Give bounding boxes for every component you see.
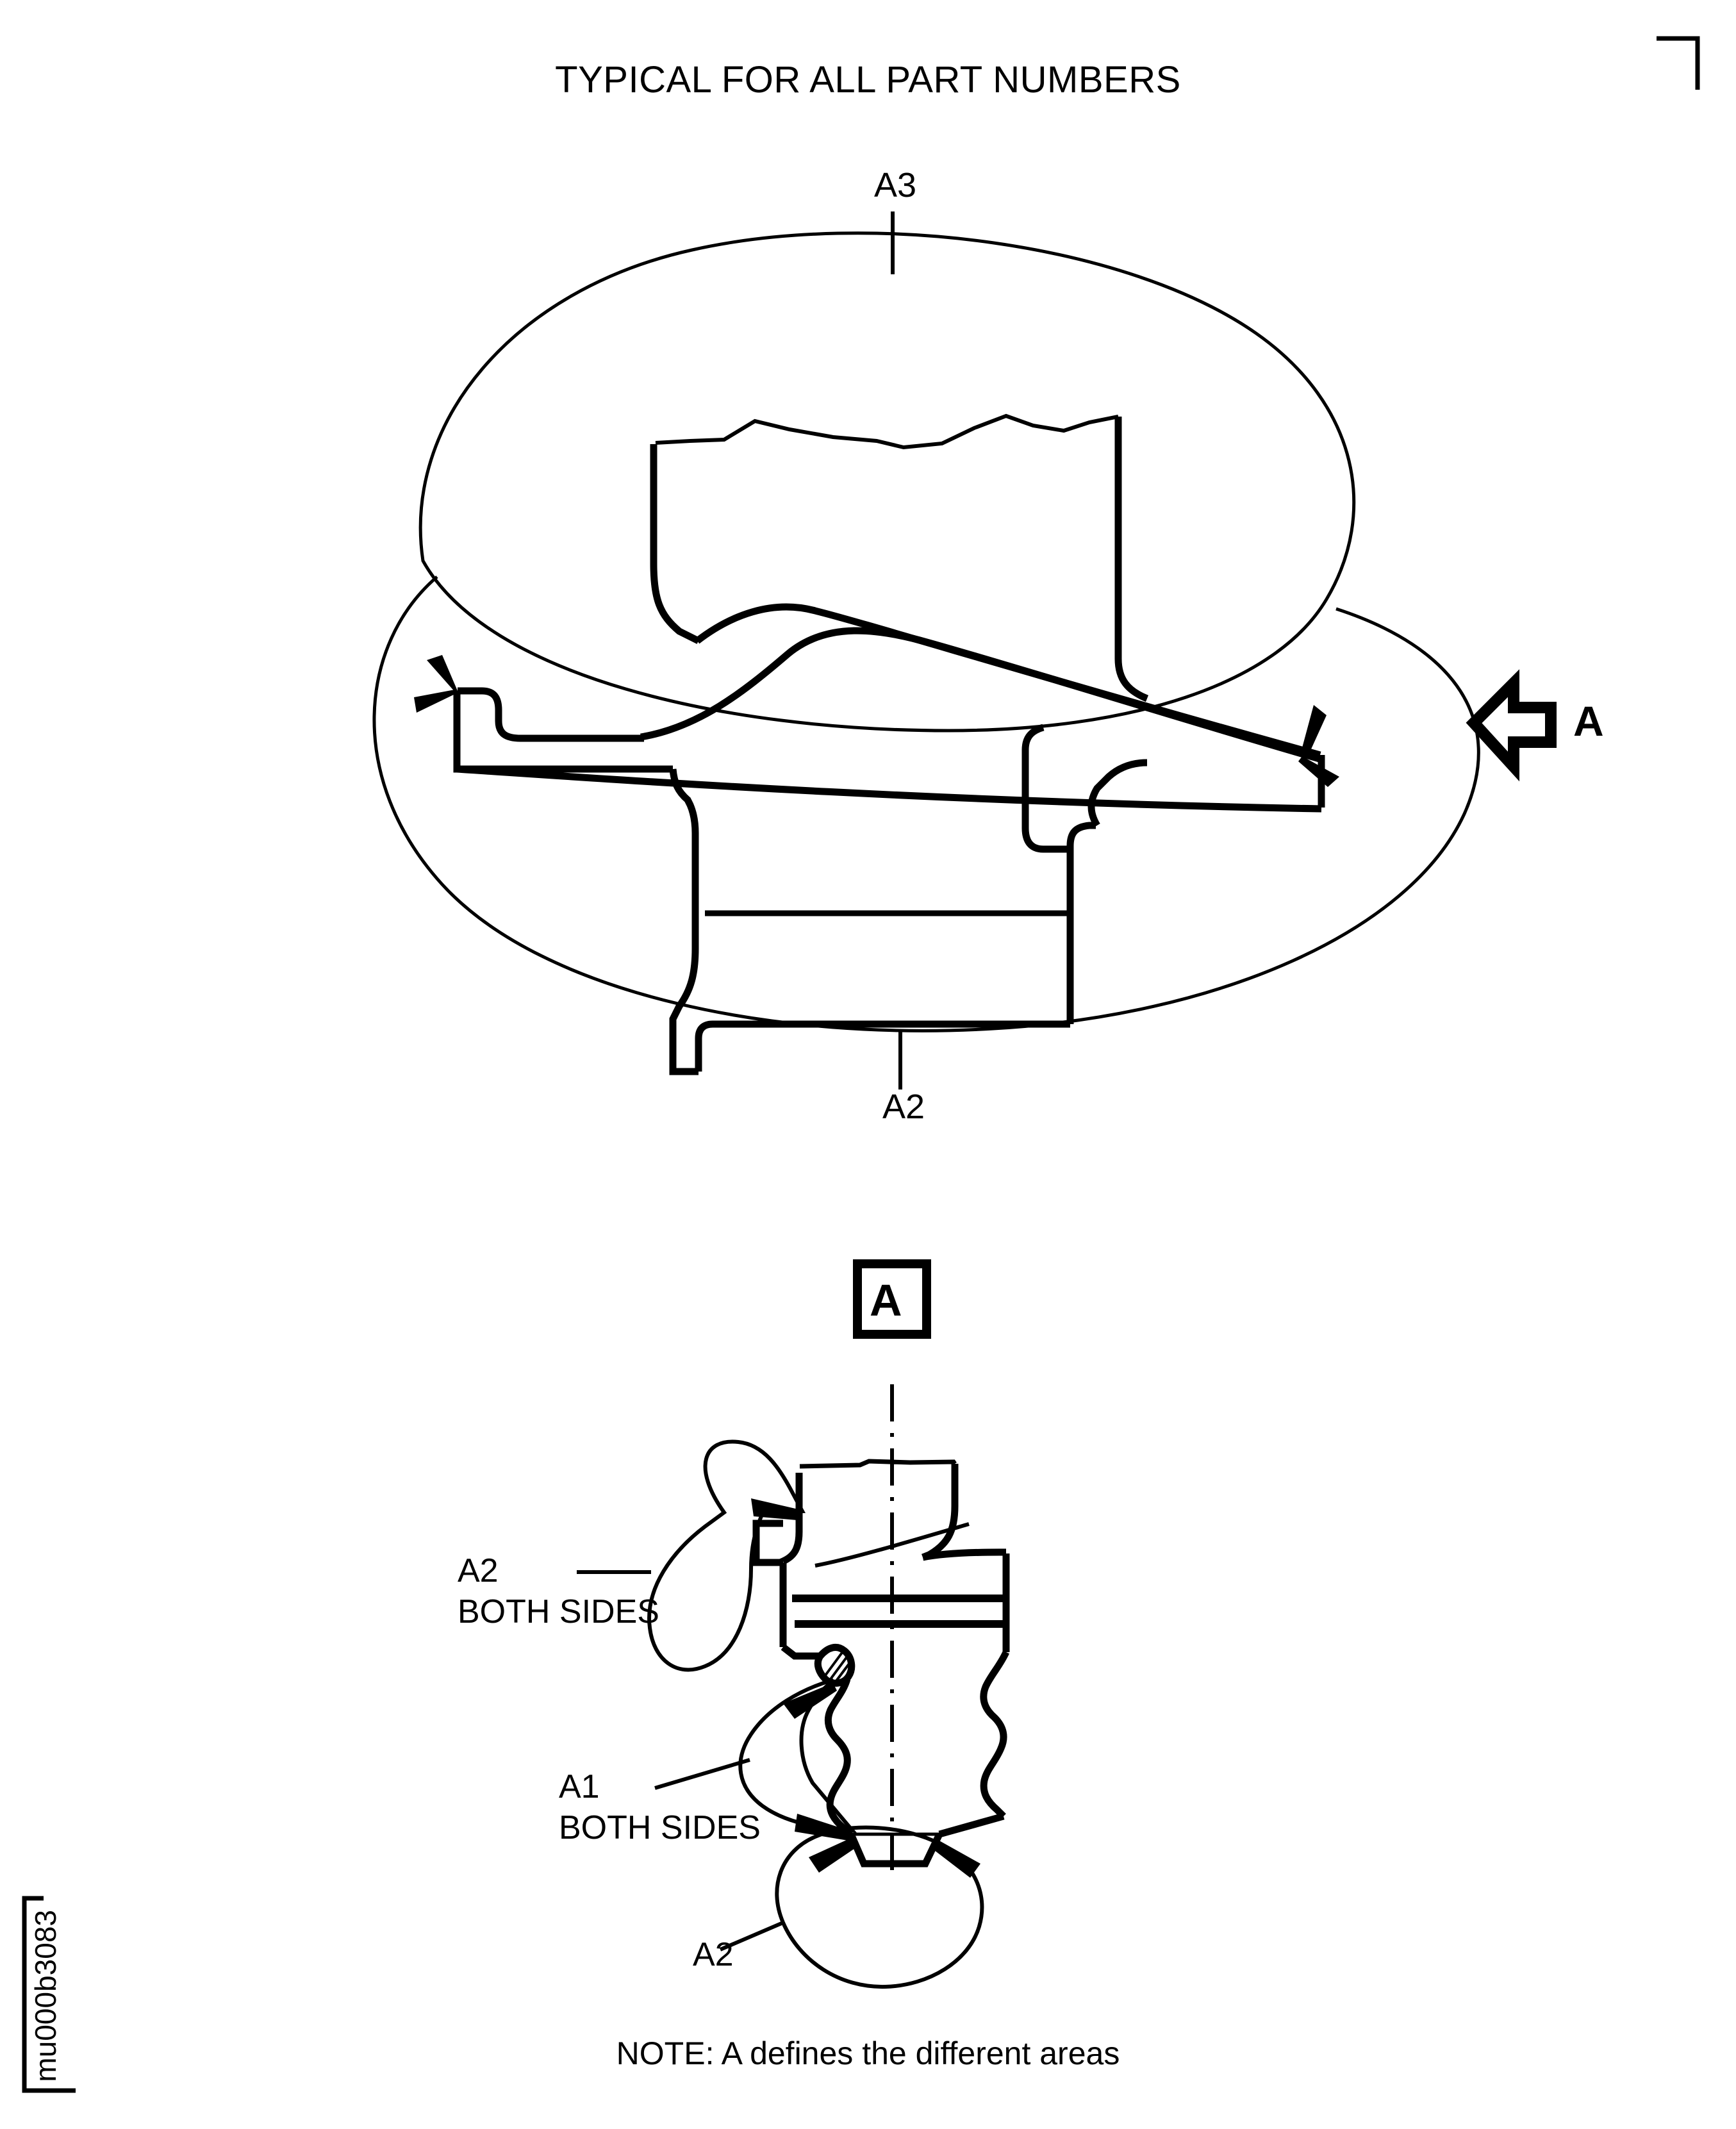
a2-upper-callout-balloon bbox=[647, 1439, 806, 1672]
firtree-left-serrations bbox=[824, 1678, 854, 1837]
a2-lower-callout-balloon bbox=[775, 1825, 984, 1989]
disk-body-contour-lower bbox=[695, 1020, 1070, 1072]
a3-boundary-arrowhead-left bbox=[427, 655, 458, 693]
a2-lower-callout-arrowhead-left bbox=[809, 1837, 859, 1873]
firtree-right-serrations bbox=[980, 1650, 1010, 1819]
page-title: TYPICAL FOR ALL PART NUMBERS bbox=[555, 59, 1181, 101]
view-label-box bbox=[853, 1259, 931, 1339]
a1-callout-leader bbox=[654, 1758, 750, 1790]
rim-left-hook-upper bbox=[458, 687, 644, 742]
a3-area-boundary-ellipse bbox=[418, 231, 1356, 733]
document-id-stamp: mu000b3083 bbox=[29, 1910, 62, 2082]
disk-right-neck bbox=[1021, 724, 1070, 853]
disk-flange-step bbox=[1087, 759, 1148, 827]
disk-right-wall bbox=[1066, 822, 1096, 1024]
platform-right-shoulder bbox=[922, 1548, 1006, 1561]
a2-boundary-arrowhead-left bbox=[414, 690, 456, 713]
callout-label-a3: A3 bbox=[874, 166, 917, 204]
blade-right-flank bbox=[1114, 417, 1149, 702]
upper-section-view bbox=[372, 211, 1557, 1089]
a1-callout-arrowhead bbox=[783, 1683, 837, 1719]
root-bottom-taper bbox=[847, 1832, 943, 1868]
callout-qualifier-a2-both-sides: BOTH SIDES bbox=[458, 1593, 659, 1630]
section-arrow-label-a: A bbox=[1573, 697, 1604, 745]
platform-left-wall bbox=[779, 1473, 803, 1565]
airfoil-trace-on-platform bbox=[814, 1522, 970, 1568]
root-lug-hatching bbox=[824, 1650, 852, 1683]
callout-label-a2-upper-detail: A2 bbox=[458, 1552, 499, 1589]
corner-registration-mark-bottom-left bbox=[22, 1896, 76, 2093]
a2-upper-callout-arrowhead bbox=[751, 1498, 801, 1520]
a2-lower-callout-arrowhead-right bbox=[932, 1839, 980, 1878]
callout-label-a2-upper-view: A2 bbox=[882, 1088, 925, 1126]
detail-view-a bbox=[577, 1259, 1010, 1989]
platform-left-notch bbox=[752, 1520, 783, 1566]
a3-boundary-arrowhead-right bbox=[1301, 705, 1327, 758]
rim-flange-taper bbox=[456, 765, 1322, 813]
shank-left-bottom-step bbox=[781, 1644, 820, 1660]
a1-callout-balloon bbox=[738, 1678, 857, 1834]
a2-lower-callout-leader bbox=[719, 1921, 784, 1951]
blade-tip-profile bbox=[655, 413, 1119, 450]
airfoil-lower-surface bbox=[640, 627, 1323, 763]
detail-view-label-a: A bbox=[870, 1275, 902, 1325]
root-lug-outline bbox=[814, 1643, 856, 1687]
section-arrow-a-glyph bbox=[1466, 669, 1557, 782]
callout-label-a1: A1 bbox=[559, 1768, 600, 1805]
a2-boundary-arrowhead-right bbox=[1298, 756, 1339, 787]
disk-body-contour bbox=[669, 768, 699, 1075]
platform-right-wall bbox=[921, 1464, 959, 1561]
blade-left-flank bbox=[650, 444, 700, 644]
a2-area-boundary-ellipse bbox=[372, 576, 1480, 1032]
rim-left-hook bbox=[453, 691, 673, 773]
a1-callout-arrowhead-lower bbox=[795, 1814, 852, 1841]
root-bottom-right-edge bbox=[938, 1812, 1005, 1838]
callout-qualifier-a1-both-sides: BOTH SIDES bbox=[559, 1809, 761, 1846]
drawing-note: NOTE: A defines the different areas bbox=[616, 2035, 1120, 2071]
callout-label-a2-lower-detail: A2 bbox=[693, 1936, 734, 1973]
platform-top-face bbox=[799, 1459, 957, 1469]
corner-registration-mark-top-right bbox=[1657, 36, 1700, 90]
